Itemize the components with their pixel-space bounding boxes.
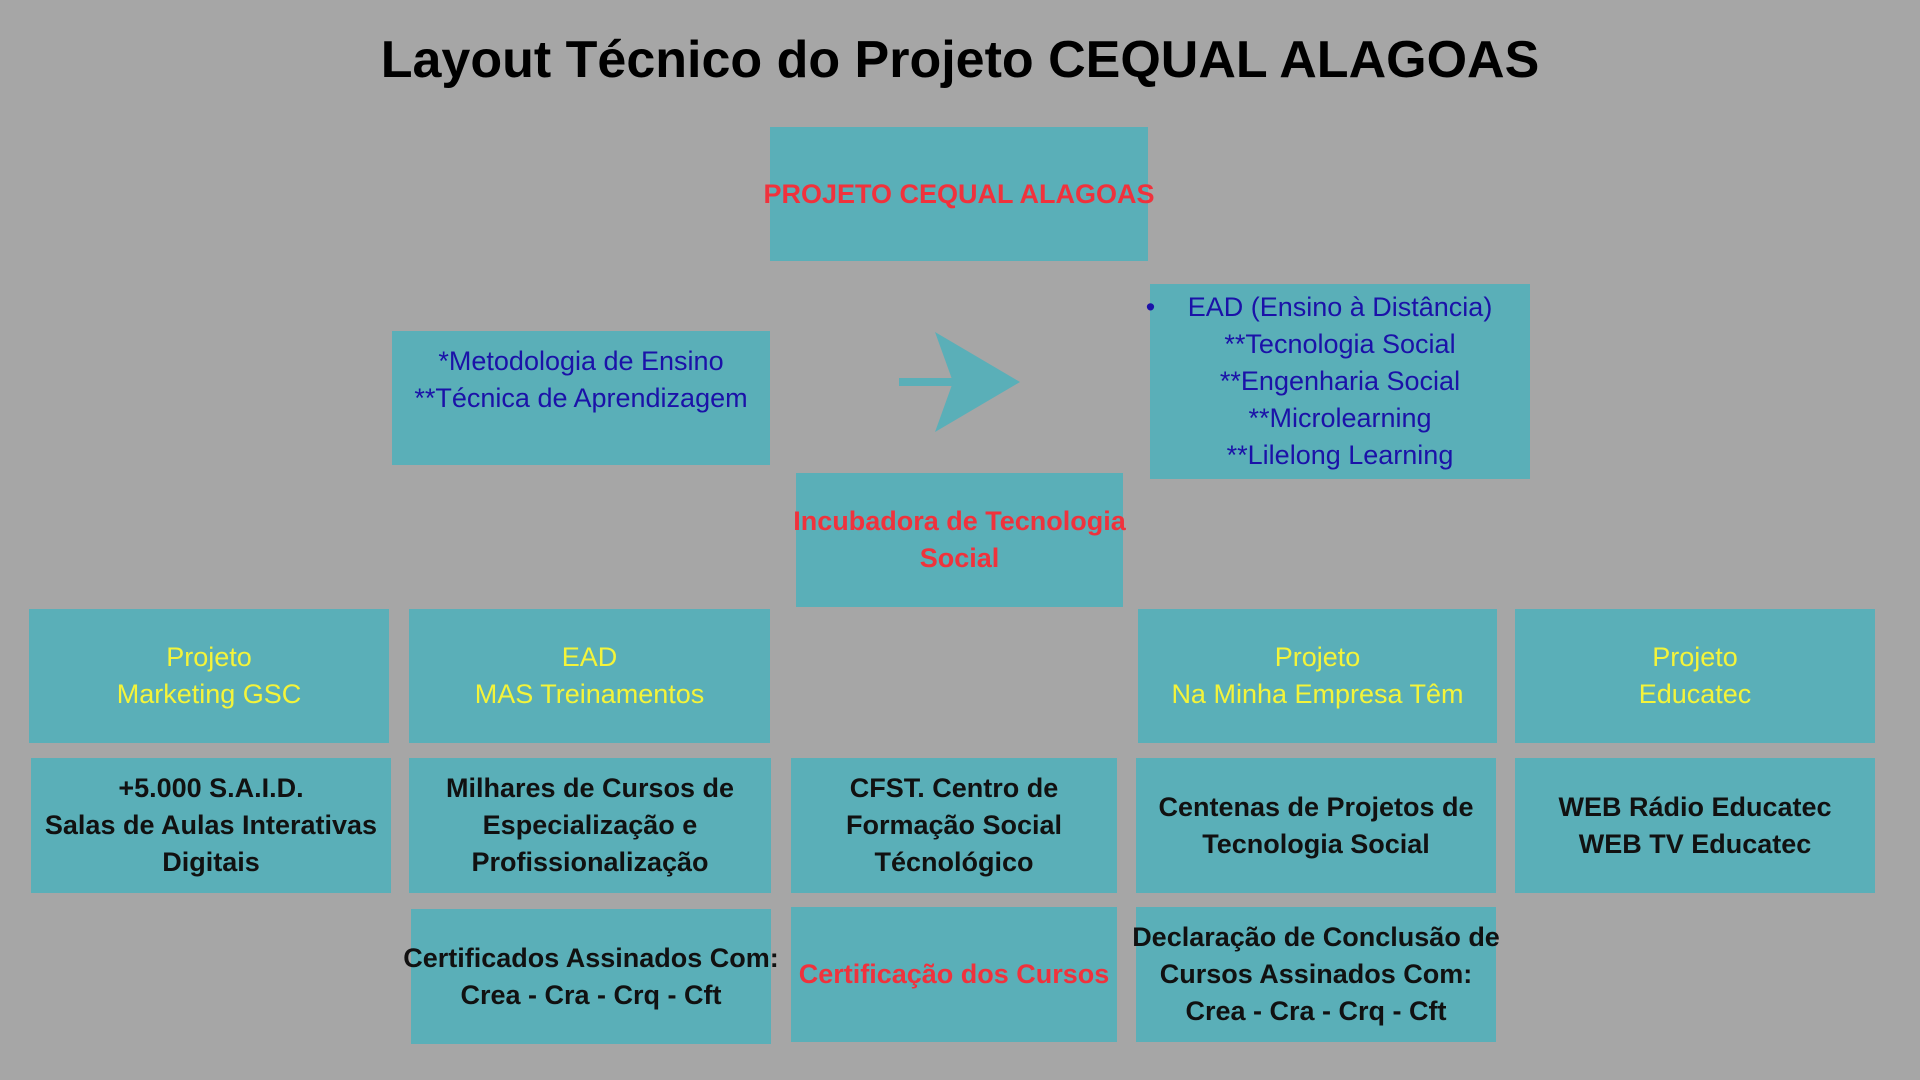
- methodology-box: *Metodologia de Ensino **Técnica de Apre…: [392, 331, 770, 465]
- cert-line: Crea - Cra - Crq - Cft: [460, 979, 722, 1010]
- detail-line: Salas de Aulas Interativas: [44, 810, 378, 840]
- ead-concept-item: **Engenharia Social: [1219, 366, 1461, 396]
- cert-mas: Certificados Assinados Com: Crea - Cra -…: [403, 909, 779, 1044]
- detail-cfst: CFST. Centro de Formação Social Técnológ…: [791, 758, 1117, 893]
- detail-line: +5.000 S.A.I.D.: [118, 773, 304, 803]
- detail-line: Centenas de Projetos de: [1158, 791, 1474, 822]
- project-educatec: Projeto Educatec: [1515, 609, 1875, 743]
- arrow-right-icon: [899, 332, 1020, 432]
- project-line: Na Minha Empresa Têm: [1171, 679, 1464, 709]
- ead-concept-item: **Tecnologia Social: [1224, 329, 1456, 359]
- project-marketing-gsc: Projeto Marketing GSC: [29, 609, 389, 743]
- detail-line: Profissionalização: [471, 847, 709, 877]
- project-line: Projeto: [1652, 642, 1738, 672]
- ead-concept-item: **Microlearning: [1248, 403, 1432, 433]
- ead-concept-item: **Lilelong Learning: [1226, 440, 1454, 470]
- page-title: Layout Técnico do Projeto CEQUAL ALAGOAS: [380, 31, 1540, 89]
- incubator-box: Incubadora de Tecnologia Social: [793, 473, 1126, 607]
- cert-center: Certificação dos Cursos: [791, 907, 1117, 1042]
- ead-concept-item: EAD (Ensino à Distância): [1146, 289, 1493, 326]
- project-line: EAD: [561, 642, 618, 672]
- detail-line: Técnológico: [874, 847, 1034, 877]
- project-line: Marketing GSC: [116, 679, 302, 709]
- cert-line: Crea - Cra - Crq - Cft: [1185, 996, 1447, 1026]
- detail-web-educatec: WEB Rádio Educatec WEB TV Educatec: [1515, 758, 1875, 893]
- cert-line: Declaração de Conclusão de: [1132, 922, 1500, 952]
- detail-line: CFST. Centro de: [849, 773, 1059, 803]
- detail-line: WEB Rádio Educatec: [1558, 791, 1832, 822]
- project-line: Educatec: [1638, 679, 1752, 709]
- detail-line: WEB TV Educatec: [1578, 828, 1812, 859]
- detail-line: Formação Social: [845, 810, 1063, 840]
- cert-line: Certificados Assinados Com:: [403, 942, 779, 973]
- incubator-line: Social: [919, 543, 1000, 573]
- methodology-line: **Técnica de Aprendizagem: [414, 383, 748, 413]
- detail-line: Milhares de Cursos de: [445, 773, 735, 803]
- detail-line: Tecnologia Social: [1202, 828, 1430, 859]
- methodology-line: *Metodologia de Ensino: [438, 346, 724, 376]
- incubator-line: Incubadora de Tecnologia: [793, 506, 1126, 536]
- cert-line: Cursos Assinados Com:: [1159, 959, 1473, 989]
- project-mas-treinamentos: EAD MAS Treinamentos: [409, 609, 770, 743]
- detail-projetos: Centenas de Projetos de Tecnologia Socia…: [1136, 758, 1496, 893]
- project-line: Projeto: [166, 642, 252, 672]
- project-root-label: PROJETO CEQUAL ALAGOAS: [763, 178, 1155, 209]
- project-line: MAS Treinamentos: [474, 679, 705, 709]
- detail-line: Especialização e: [482, 810, 698, 840]
- ead-concepts-box: EAD (Ensino à Distância) **Tecnologia So…: [1146, 284, 1530, 479]
- detail-said: +5.000 S.A.I.D. Salas de Aulas Interativ…: [31, 758, 391, 893]
- cert-empresa: Declaração de Conclusão de Cursos Assina…: [1132, 907, 1500, 1042]
- cert-line: Certificação dos Cursos: [798, 959, 1110, 989]
- detail-line: Digitais: [162, 847, 260, 877]
- detail-cursos: Milhares de Cursos de Especialização e P…: [409, 758, 771, 893]
- project-root-box: PROJETO CEQUAL ALAGOAS: [763, 127, 1155, 261]
- project-line: Projeto: [1274, 642, 1361, 672]
- project-na-minha-empresa: Projeto Na Minha Empresa Têm: [1138, 609, 1497, 743]
